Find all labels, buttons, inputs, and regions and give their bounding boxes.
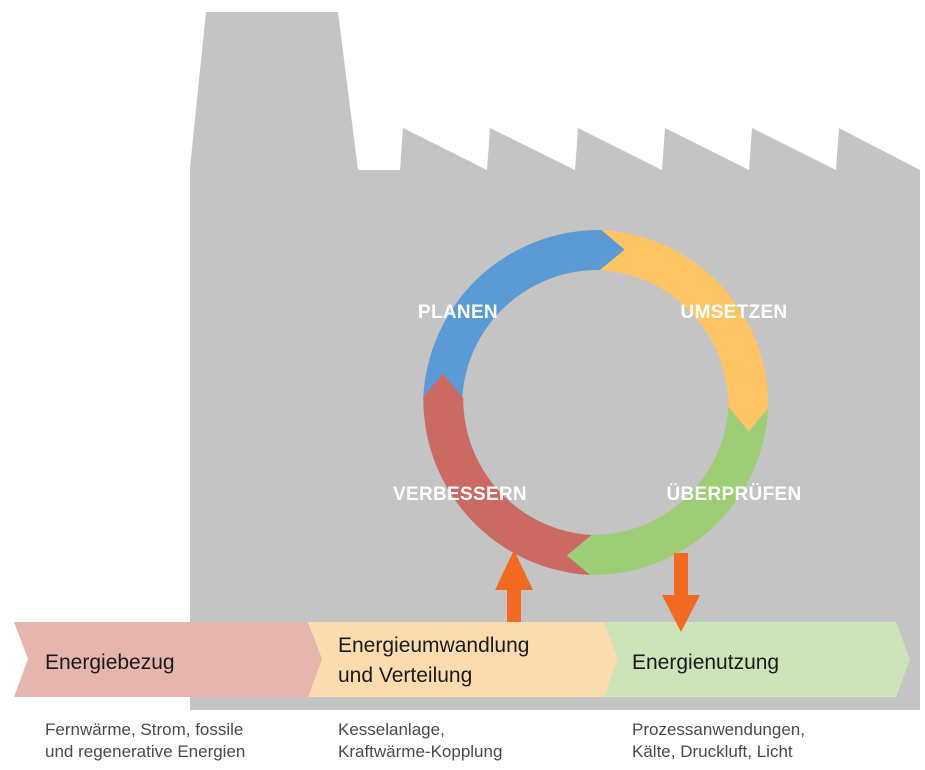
stage-desc-usage: Prozessanwendungen, Kälte, Druckluft, Li… [632,719,805,763]
factory-silhouette [190,12,920,710]
stage-band-supply [14,622,322,697]
cycle-arc-act [423,373,592,575]
cycle-label-check: ÜBERPRÜFEN [667,484,802,505]
arrow-down-icon [662,553,700,632]
stage-desc-conversion-line1: Kesselanlage, [338,720,445,739]
stage-title-conversion-line2: und Verteilung [338,664,472,687]
cycle-label-plan: PLANEN [418,302,498,323]
stage-title-supply: Energiebezug [45,651,175,674]
stage-desc-usage-line2: Kälte, Druckluft, Licht [632,742,793,761]
cycle-arc-do [599,230,769,432]
stage-title-usage: Energienutzung [632,651,779,674]
stage-desc-supply-line1: Fernwärme, Strom, fossile [45,720,244,739]
stage-desc-conversion: Kesselanlage, Kraftwärme-Kopplung [338,719,502,763]
stage-desc-usage-line1: Prozessanwendungen, [632,720,805,739]
cycle-label-act: VERBESSERN [393,484,527,505]
stage-desc-supply-line2: und regenerative Energien [45,742,246,761]
cycle-arc-check [566,406,769,576]
stage-desc-supply: Fernwärme, Strom, fossile und regenerati… [45,719,245,763]
stage-band-conversion [308,622,618,697]
stage-band-usage [604,622,910,697]
arrow-up-icon [495,550,533,622]
cycle-label-do: UMSETZEN [681,302,788,323]
stage-desc-conversion-line2: Kraftwärme-Kopplung [338,742,503,761]
stage-title-conversion-line1: Energieumwandlung [338,634,529,657]
